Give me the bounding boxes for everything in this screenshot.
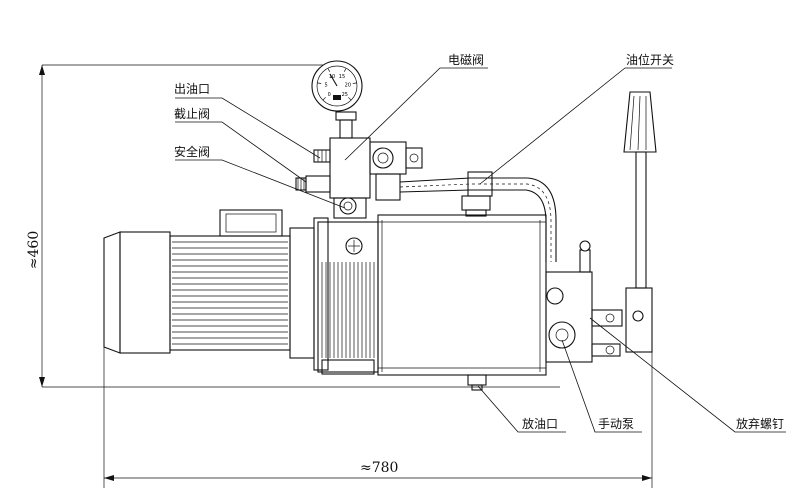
level-switch-fitting	[461, 171, 493, 217]
height-dimension-text: ≈460	[26, 231, 42, 269]
gauge-scale-label: 20	[345, 82, 351, 88]
braided-hose	[399, 177, 557, 262]
gauge-scale-label: 15	[339, 74, 345, 80]
label-hand-pump: 手动泵	[598, 417, 634, 431]
width-dimension-text: ≈780	[360, 460, 398, 476]
label-level-switch: 油位开关	[626, 52, 674, 67]
gauge-scale-label: 5	[325, 82, 328, 88]
label-safety-valve: 安全阀	[174, 144, 210, 159]
pump-handle[interactable]	[623, 91, 657, 353]
pump-block	[317, 221, 379, 375]
drain-plug	[467, 374, 487, 391]
motor-fins	[172, 241, 288, 345]
gauge-scale-label: 25	[342, 92, 348, 98]
hand-pump	[545, 240, 623, 363]
label-release-screw: 放弃螺钉	[736, 416, 784, 431]
leader-lines	[175, 67, 786, 433]
height-dimension: ≈460	[26, 64, 560, 388]
oil-tank	[377, 214, 547, 376]
gauge-needle	[329, 73, 338, 87]
label-outlet: 出油口	[174, 82, 210, 96]
manifold	[329, 111, 371, 219]
gauge-scale-label: 0	[328, 92, 331, 98]
label-drain-port: 放油口	[522, 416, 558, 431]
label-solenoid-valve: 电磁阀	[448, 52, 484, 67]
electric-motor	[103, 209, 329, 371]
outlet-fitting	[313, 149, 331, 163]
label-stop-valve: 截止阀	[174, 107, 210, 121]
block-ribs	[321, 262, 375, 358]
